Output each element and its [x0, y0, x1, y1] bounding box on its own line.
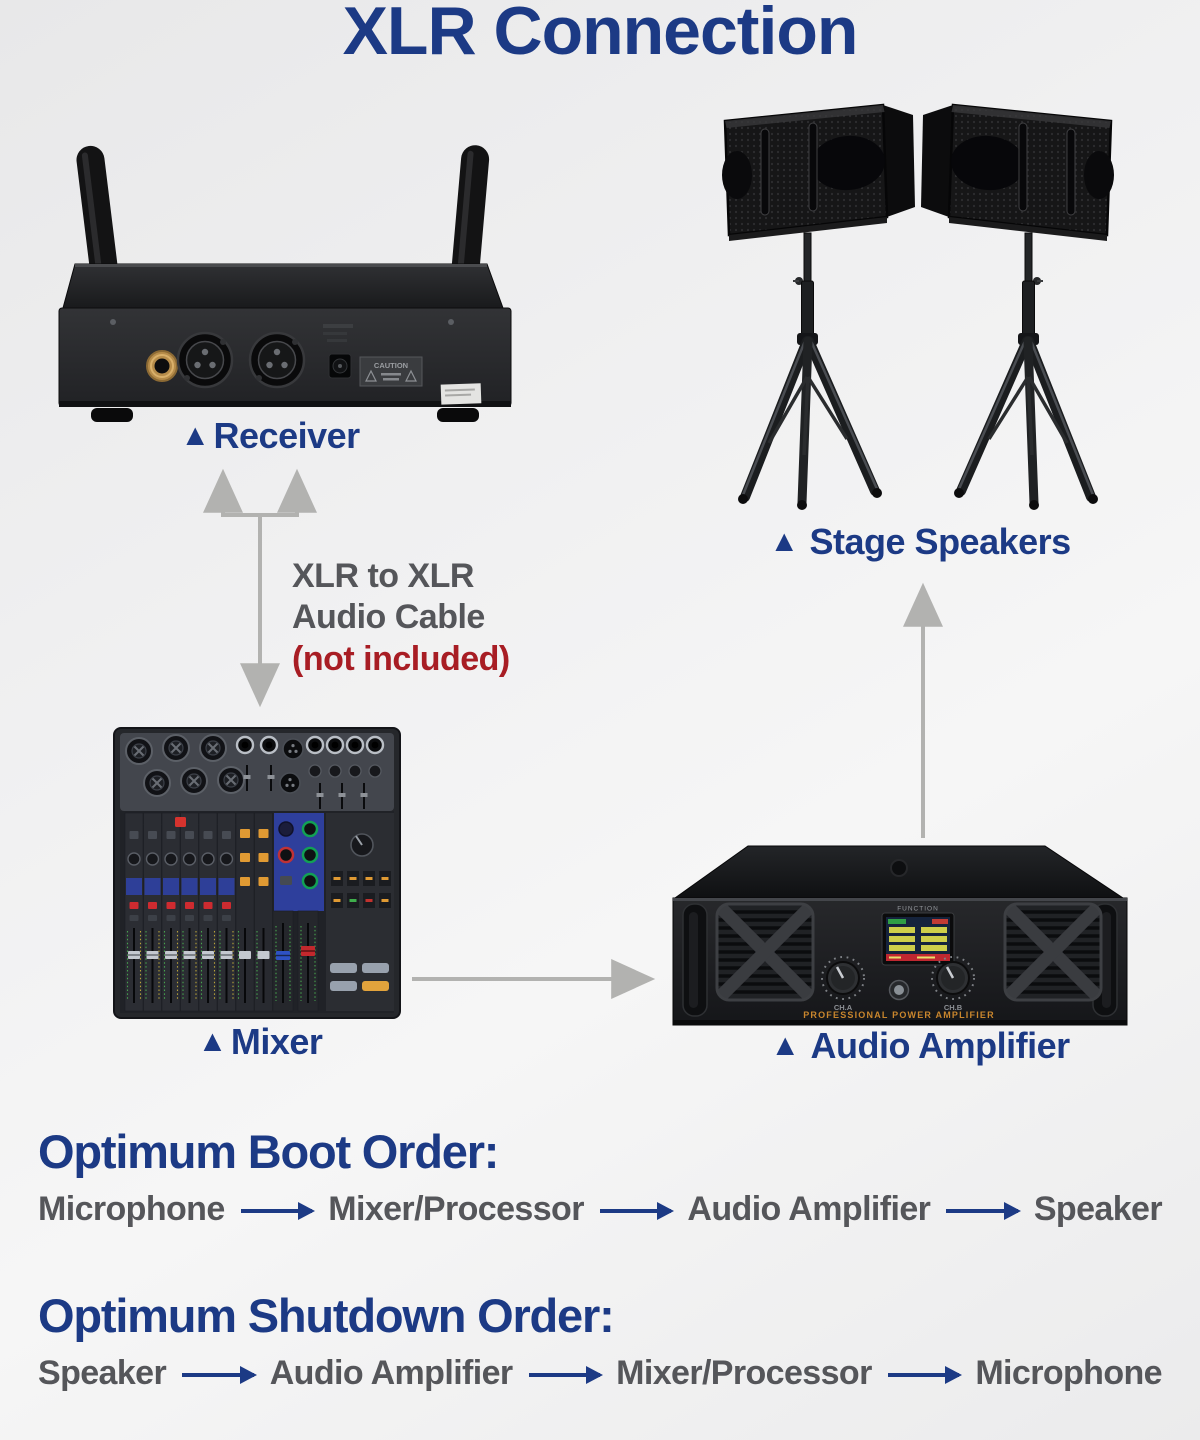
xlr-connector-icon — [176, 331, 234, 389]
shutdown-step-speaker: Speaker — [38, 1354, 167, 1392]
boot-order-row: Microphone Mixer/Processor Audio Amplifi… — [38, 1190, 1163, 1228]
amplifier-brand-text: PROFESSIONAL POWER AMPLIFIER — [803, 1010, 995, 1020]
mixer-input-jacks — [125, 734, 385, 809]
dc-input-jack — [323, 324, 353, 379]
mixer-master-faders — [272, 910, 319, 1012]
receiver-label: ▲Receiver — [180, 415, 360, 456]
triangle-marker-icon: ▲ — [769, 525, 799, 558]
shutdown-step-amplifier: Audio Amplifier — [269, 1354, 513, 1392]
stage-speakers-illustration — [685, 95, 1151, 535]
receiver-foot — [91, 408, 133, 422]
triangle-marker-icon: ▲ — [180, 419, 210, 452]
amplifier-label: ▲Audio Amplifier — [770, 1025, 1070, 1066]
power-button — [888, 979, 910, 1001]
right-arrow-icon — [946, 1208, 1018, 1213]
triangle-marker-icon: ▲ — [197, 1025, 228, 1058]
amplifier-handle-left — [682, 903, 708, 1017]
quarter-jack-icon — [146, 350, 178, 382]
cable-note-line1: XLR to XLR — [292, 557, 474, 595]
amplifier-top-face — [673, 845, 1125, 899]
spec-sticker — [440, 383, 482, 405]
knob-a-label: CH.A — [834, 1003, 853, 1012]
stage-speakers-label: ▲Stage Speakers — [769, 521, 1071, 562]
display-title: FUNCTION — [897, 906, 939, 913]
amplifier-vent-left — [709, 896, 821, 1008]
stage-speaker-left — [722, 105, 915, 510]
stage-speaker-right — [921, 105, 1114, 510]
amplifier-illustration: FUNCTION CH.A CH.B PROFESSIONAL POWER AM… — [672, 845, 1128, 1026]
shutdown-order-title: Optimum Shutdown Order: — [38, 1289, 615, 1342]
cable-note-line2: Audio Cable — [292, 598, 485, 637]
caution-label: CAUTION — [359, 356, 423, 387]
boot-step-mixer: Mixer/Processor — [328, 1190, 584, 1228]
right-arrow-icon — [528, 1372, 601, 1377]
cable-note-not-included: (not included) — [292, 639, 510, 678]
right-arrow-icon — [599, 1208, 672, 1213]
cable-note: XLR to XLR Audio Cable (not included) — [292, 556, 510, 680]
mixer-blue-panel — [274, 813, 324, 911]
triangle-marker-icon: ▲ — [770, 1029, 800, 1062]
knob-b-label: CH.B — [944, 1003, 963, 1012]
page-title: XLR Connection — [342, 0, 859, 69]
mixer-label: ▲Mixer — [197, 1021, 323, 1062]
boot-step-microphone: Microphone — [38, 1190, 225, 1228]
right-arrow-icon — [240, 1208, 313, 1213]
shutdown-step-microphone: Microphone — [975, 1354, 1162, 1392]
caution-text: CAUTION — [374, 361, 408, 370]
shutdown-order-row: Speaker Audio Amplifier Mixer/Processor … — [38, 1354, 1163, 1392]
mixer-channel-strips — [124, 812, 274, 1012]
boot-step-speaker: Speaker — [1033, 1190, 1163, 1228]
xlr-connector-icon — [248, 331, 306, 389]
receiver-illustration: CAUTION — [58, 145, 512, 422]
shutdown-order-section: Optimum Shutdown Order: Speaker Audio Am… — [38, 1289, 1163, 1392]
boot-step-amplifier: Audio Amplifier — [687, 1190, 931, 1228]
mixer-right-panel — [326, 813, 394, 1011]
mixer-illustration — [113, 727, 401, 1019]
amplifier-vent-right — [997, 896, 1109, 1008]
boot-order-title: Optimum Boot Order: — [38, 1125, 499, 1178]
shutdown-step-mixer: Mixer/Processor — [616, 1354, 872, 1392]
receiver-foot — [437, 408, 479, 422]
amplifier-display: FUNCTION — [881, 906, 955, 966]
right-arrow-icon — [182, 1372, 254, 1377]
right-arrow-icon — [887, 1372, 960, 1377]
boot-order-section: Optimum Boot Order: Microphone Mixer/Pro… — [38, 1125, 1163, 1228]
